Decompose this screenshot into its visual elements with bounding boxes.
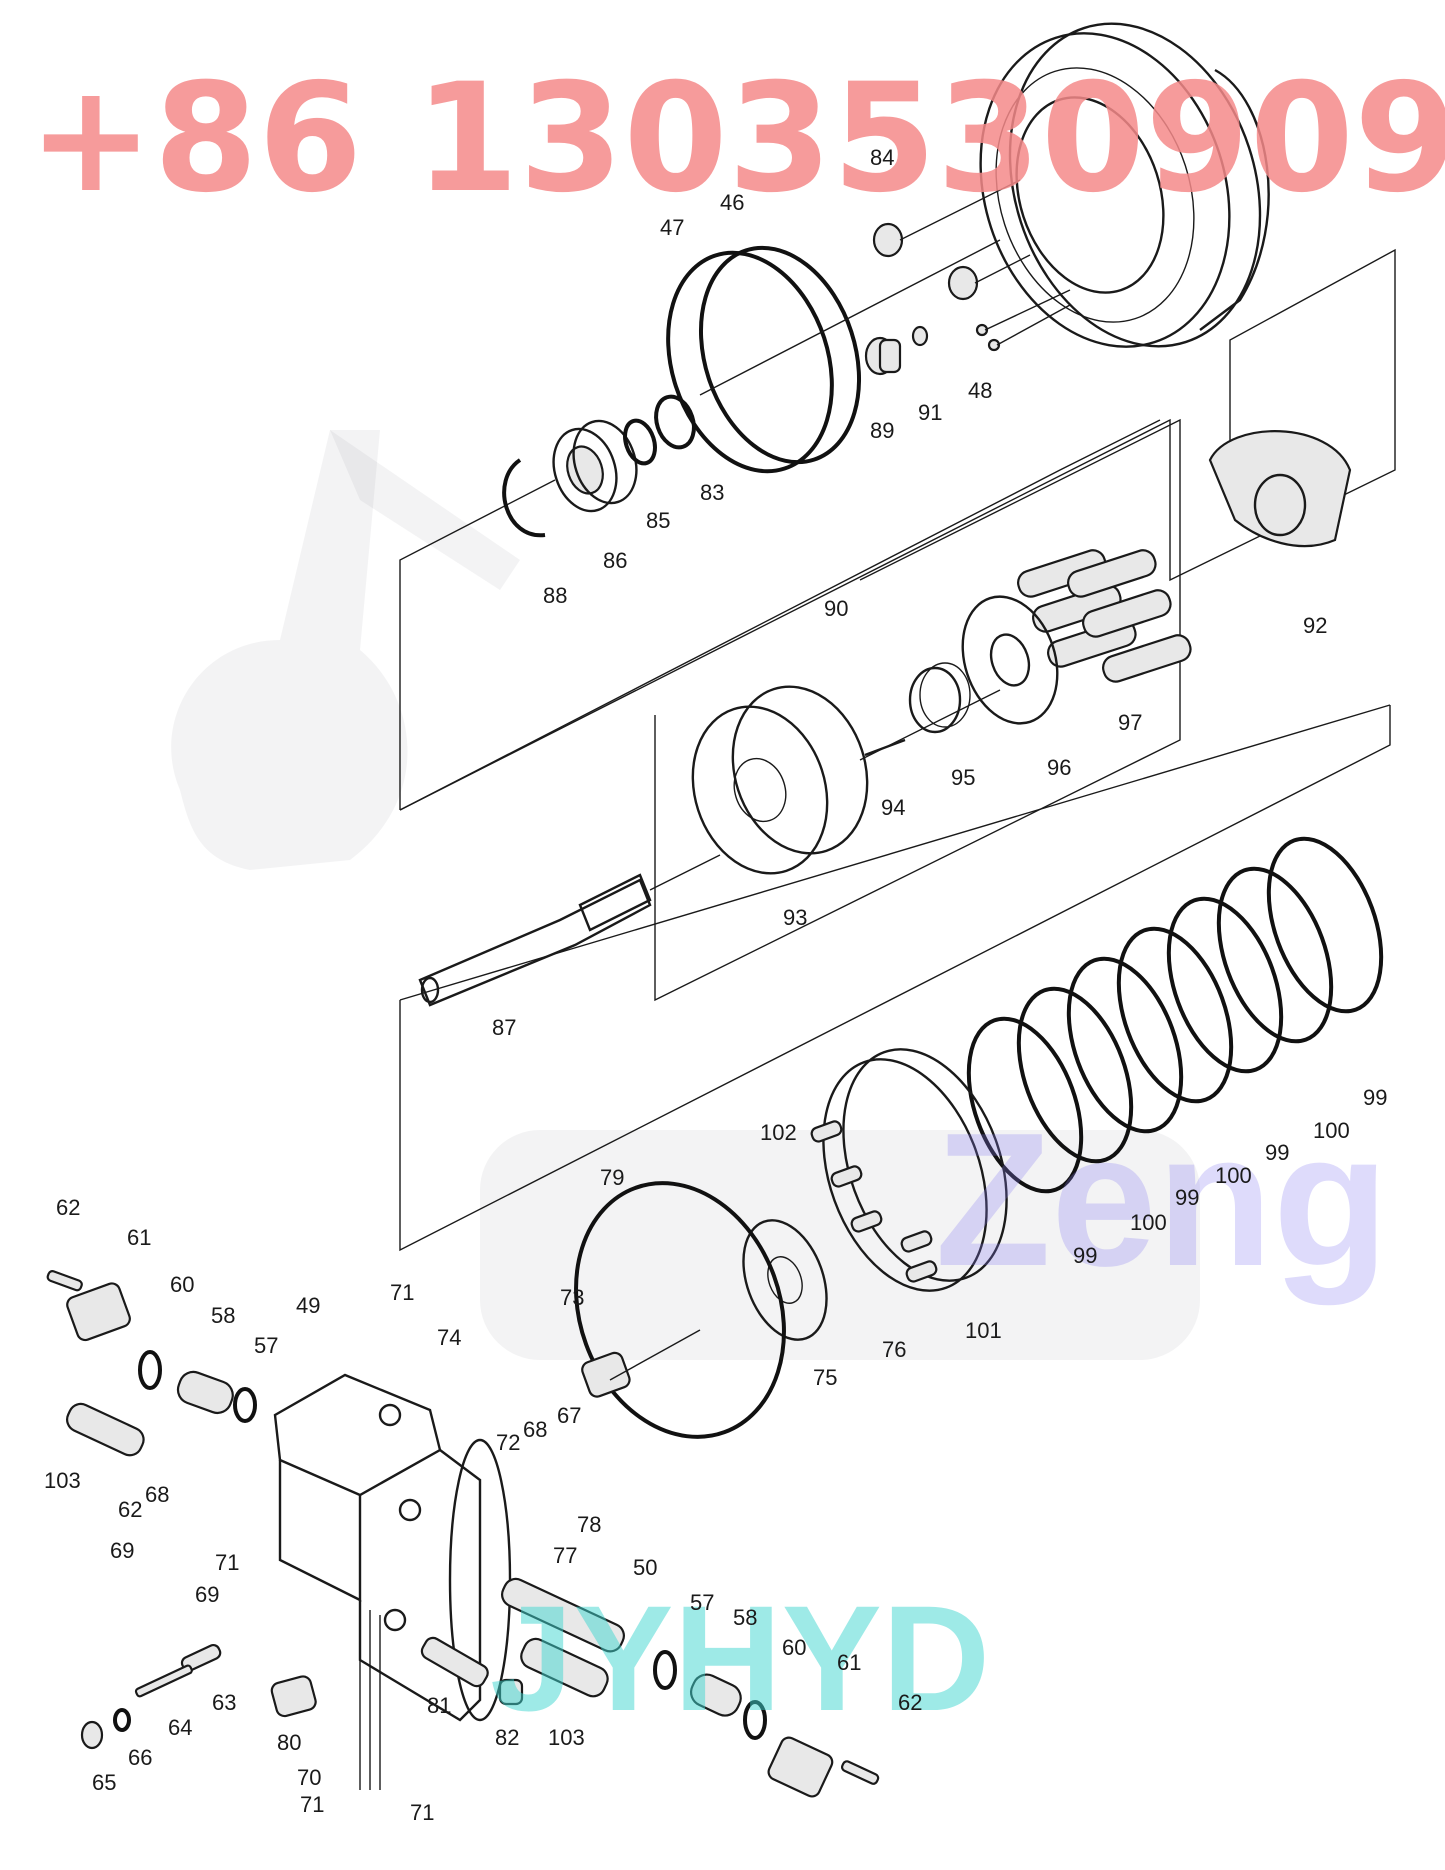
label-46: 46 xyxy=(720,190,744,215)
label-71-c: 71 xyxy=(300,1792,324,1817)
label-60-b: 60 xyxy=(782,1635,806,1660)
group-outlines xyxy=(399,248,1396,1252)
label-94: 94 xyxy=(881,795,905,820)
label-64: 64 xyxy=(168,1715,192,1740)
label-57-b: 57 xyxy=(690,1590,714,1615)
label-63: 63 xyxy=(212,1690,236,1715)
cylinder-block-93 xyxy=(691,685,869,875)
watermark-zeng: Zeng xyxy=(935,1094,1389,1306)
label-103-b: 103 xyxy=(548,1725,585,1750)
friction-plates-99-100 xyxy=(966,836,1384,1194)
label-100-a: 100 xyxy=(1313,1118,1350,1143)
label-73: 73 xyxy=(560,1285,584,1310)
label-71-a: 71 xyxy=(390,1280,414,1305)
label-62-a: 62 xyxy=(56,1195,80,1220)
label-81: 81 xyxy=(427,1693,451,1718)
bearing-86-rings xyxy=(502,394,696,538)
label-74: 74 xyxy=(437,1325,461,1350)
label-89: 89 xyxy=(870,418,894,443)
label-87: 87 xyxy=(492,1015,516,1040)
label-58-b: 58 xyxy=(733,1605,757,1630)
retainer-96-bush-95-spring-94 xyxy=(859,595,1059,761)
left-valve-parts xyxy=(46,1270,257,1457)
label-83: 83 xyxy=(700,480,724,505)
label-72: 72 xyxy=(496,1430,520,1455)
label-49: 49 xyxy=(296,1293,320,1318)
right-valve-parts xyxy=(80,1577,880,1798)
label-79: 79 xyxy=(600,1165,624,1190)
label-60-a: 60 xyxy=(170,1272,194,1297)
label-99-d: 99 xyxy=(1073,1243,1097,1268)
label-61-a: 61 xyxy=(127,1225,151,1250)
label-69-b: 69 xyxy=(195,1582,219,1607)
label-84: 84 xyxy=(870,145,894,170)
label-102: 102 xyxy=(760,1120,797,1145)
brake-piston-101 xyxy=(810,1048,1008,1292)
label-100-b: 100 xyxy=(1215,1163,1252,1188)
label-92: 92 xyxy=(1303,613,1327,638)
label-68-a: 68 xyxy=(145,1482,169,1507)
label-99-c: 99 xyxy=(1175,1185,1199,1210)
label-88: 88 xyxy=(543,583,567,608)
label-103-a: 103 xyxy=(44,1468,81,1493)
label-47: 47 xyxy=(660,215,684,240)
label-66: 66 xyxy=(128,1745,152,1770)
valve-plate-75-oring-79 xyxy=(574,1181,828,1439)
label-80: 80 xyxy=(277,1730,301,1755)
label-65: 65 xyxy=(92,1770,116,1795)
label-48: 48 xyxy=(968,378,992,403)
shaft-87 xyxy=(418,854,721,1007)
label-96: 96 xyxy=(1047,755,1071,780)
label-97: 97 xyxy=(1118,710,1142,735)
pin-89-91-48 xyxy=(864,289,1071,376)
label-99-a: 99 xyxy=(1363,1085,1387,1110)
label-62-b: 62 xyxy=(118,1497,142,1522)
background-logo-silhouette xyxy=(171,430,1200,1360)
label-69-a: 69 xyxy=(110,1538,134,1563)
label-90: 90 xyxy=(824,596,848,621)
label-75: 75 xyxy=(813,1365,837,1390)
label-77: 77 xyxy=(553,1543,577,1568)
label-70: 70 xyxy=(297,1765,321,1790)
label-86: 86 xyxy=(603,548,627,573)
label-93: 93 xyxy=(783,905,807,930)
label-62-c: 62 xyxy=(898,1690,922,1715)
label-68-b: 68 xyxy=(523,1417,547,1442)
watermark-phone: +86 13035309093 xyxy=(28,52,1445,226)
swash-plate-92 xyxy=(1208,430,1352,548)
label-91: 91 xyxy=(918,400,942,425)
label-71-d: 71 xyxy=(410,1800,434,1825)
label-82: 82 xyxy=(495,1725,519,1750)
label-100-c: 100 xyxy=(1130,1210,1167,1235)
motor-housing xyxy=(979,22,1270,348)
label-58-a: 58 xyxy=(211,1303,235,1328)
label-99-b: 99 xyxy=(1265,1140,1289,1165)
label-50: 50 xyxy=(633,1555,657,1580)
pistons-97 xyxy=(1017,549,1192,683)
watermark-jyhyd: JYHYD xyxy=(490,1574,990,1742)
label-85: 85 xyxy=(646,508,670,533)
label-95: 95 xyxy=(951,765,975,790)
label-78: 78 xyxy=(577,1512,601,1537)
label-57-a: 57 xyxy=(254,1333,278,1358)
plug-84 xyxy=(872,179,1031,301)
label-76: 76 xyxy=(882,1337,906,1362)
part-labels: 84 46 47 48 89 91 83 85 86 88 90 92 97 9… xyxy=(44,145,1387,1825)
label-101: 101 xyxy=(965,1318,1002,1343)
label-67: 67 xyxy=(557,1403,581,1428)
label-71-b: 71 xyxy=(215,1550,239,1575)
label-61-b: 61 xyxy=(837,1650,861,1675)
o-ring-46-47 xyxy=(666,239,1001,474)
